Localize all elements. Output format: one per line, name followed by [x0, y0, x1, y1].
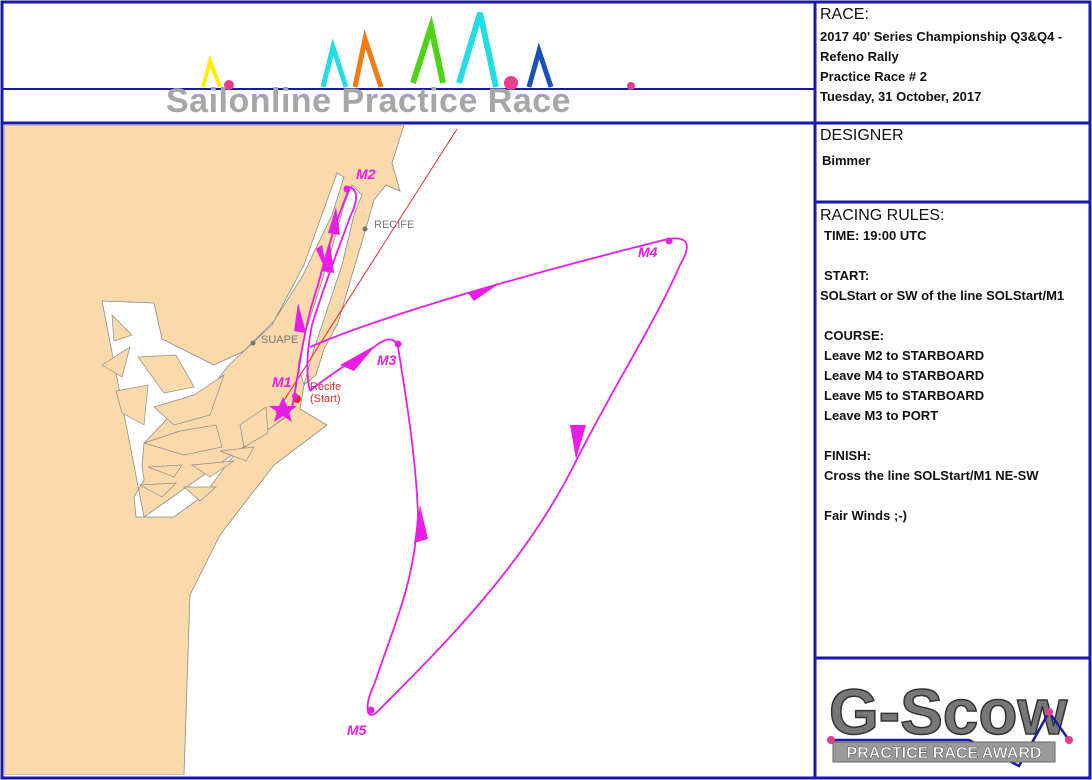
- arrow-icon: [468, 283, 500, 301]
- course-map: RECIFE SUAPE Recife (Start): [4, 125, 688, 775]
- race-line: 2017 40' Series Championship Q3&Q4 -: [820, 29, 1063, 44]
- rule-line: [824, 306, 1086, 326]
- racing-rules-panel: RACING RULES: TIME: 19:00 UTC START: SOL…: [820, 207, 1086, 655]
- arrow-icon: [316, 245, 328, 275]
- designer-heading: DESIGNER: [820, 127, 904, 144]
- rule-line: Leave M4 to STARBOARD: [824, 368, 985, 383]
- mark-m2-label: M2: [356, 166, 376, 182]
- rule-line: SOLStart or SW of the line SOLStart/M1: [820, 288, 1065, 303]
- sail-icon: [410, 15, 446, 84]
- rule-line: FINISH:: [824, 448, 871, 463]
- rule-line: [824, 246, 1086, 266]
- sail-icon: [201, 54, 222, 88]
- course-direction-arrows: [294, 207, 586, 543]
- award-logo-text: G-Scow: [829, 676, 1067, 748]
- sailonline-logo: [183, 12, 663, 90]
- mark-m5-point: [367, 706, 375, 714]
- rule-line: START:: [824, 268, 870, 283]
- start-sub-label: (Start): [310, 393, 341, 405]
- rule-line: Leave M3 to PORT: [824, 408, 939, 423]
- buoy-icon: [627, 82, 635, 90]
- rule-line: COURSE:: [824, 328, 884, 343]
- race-line: Refeno Rally: [820, 49, 899, 64]
- racing-rules-list: TIME: 19:00 UTC START: SOLStart or SW of…: [820, 226, 1086, 526]
- sail-icon: [456, 12, 499, 88]
- racing-rules-heading: RACING RULES:: [820, 207, 945, 224]
- g-scow-award-logo: G-Scow PRACTICE RACE AWARD: [827, 675, 1073, 768]
- mark-m1-label: M1: [272, 374, 292, 390]
- designer-name: Bimmer: [822, 153, 871, 168]
- course-line-icon: [831, 709, 1071, 768]
- suape-city-label: SUAPE: [261, 334, 298, 346]
- recife-city-label: RECIFE: [374, 219, 414, 231]
- start-star-icon: [269, 397, 297, 422]
- rule-line: Cross the line SOLStart/M1 NE-SW: [824, 468, 1039, 483]
- rule-line: [824, 486, 1086, 506]
- harbour-islands: [101, 314, 269, 502]
- mark-m1-point: [292, 393, 298, 399]
- buoy-icon: [224, 80, 234, 90]
- rule-line: Fair Winds ;-): [824, 508, 907, 523]
- buoy-icon: [1045, 708, 1053, 716]
- arrow-icon: [294, 303, 306, 333]
- sail-icon: [526, 42, 554, 88]
- arrow-icon: [570, 425, 586, 459]
- rule-line: TIME: 19:00 UTC: [824, 228, 927, 243]
- rule-line: [824, 426, 1086, 446]
- rule-line: Leave M2 to STARBOARD: [824, 348, 985, 363]
- arrow-icon: [340, 345, 376, 371]
- sail-icon: [320, 37, 349, 88]
- race-line: Practice Race # 2: [820, 69, 927, 84]
- race-line: Tuesday, 31 October, 2017: [820, 89, 982, 104]
- recife-city-dot: [362, 226, 368, 232]
- course-marks: [269, 185, 673, 714]
- race-heading: RACE:: [820, 6, 869, 23]
- rule-line: Leave M5 to STARBOARD: [824, 388, 985, 403]
- mark-m2-point: [343, 185, 351, 193]
- mark-m3-point: [394, 340, 402, 348]
- suape-city-dot: [250, 340, 256, 346]
- race-panel: RACE: 2017 40' Series Championship Q3&Q4…: [820, 6, 1086, 121]
- award-subtitle: PRACTICE RACE AWARD: [847, 745, 1042, 762]
- buoy-icon: [504, 76, 518, 90]
- mark-m5-label: M5: [347, 722, 367, 738]
- page-title: Sailonline Practice Race: [166, 82, 572, 120]
- designer-panel: DESIGNER Bimmer: [820, 127, 1086, 199]
- mark-m3-label: M3: [377, 352, 397, 368]
- buoy-icon: [1065, 736, 1073, 744]
- arrow-icon: [414, 505, 428, 543]
- mark-m4-point: [665, 237, 673, 245]
- mark-m4-label: M4: [638, 244, 658, 260]
- sail-icon: [352, 29, 384, 88]
- race-details: 2017 40' Series Championship Q3&Q4 - Ref…: [820, 27, 1086, 107]
- start-line: [275, 128, 458, 414]
- arrow-icon: [328, 207, 340, 235]
